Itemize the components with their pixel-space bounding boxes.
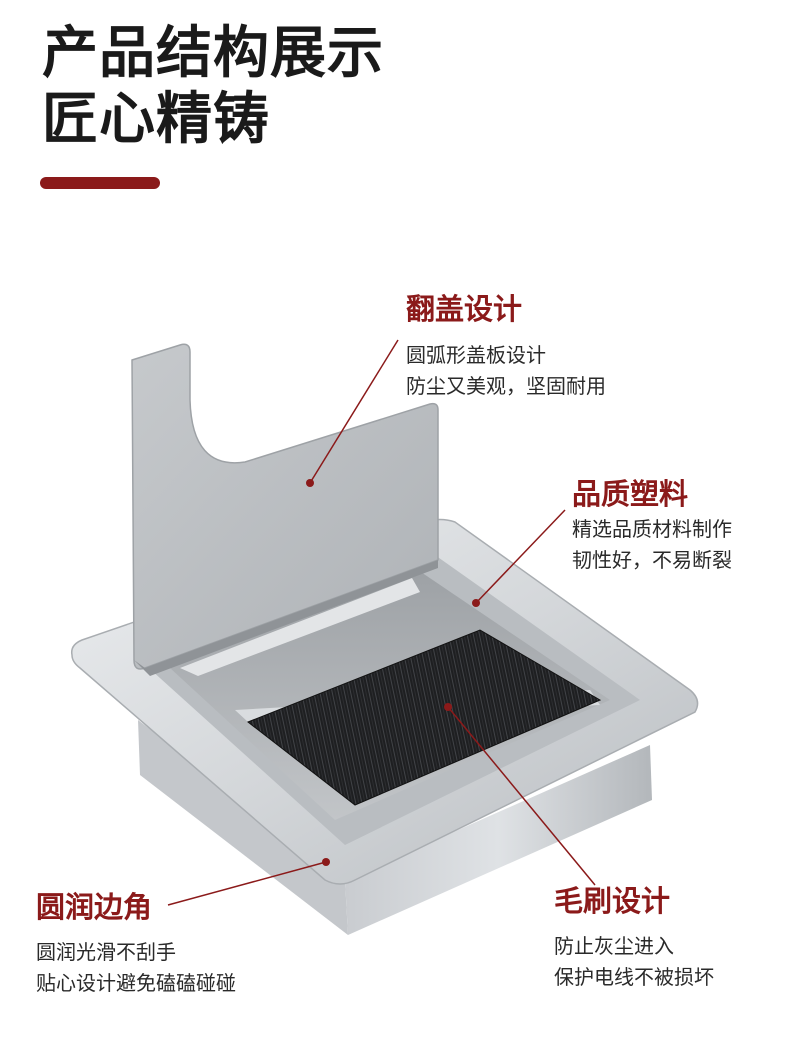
callout-desc-line: 贴心设计避免磕磕碰碰 xyxy=(36,971,236,995)
callout-desc-plastic: 精选品质材料制作 韧性好，不易断裂 xyxy=(572,514,732,576)
callout-title-plastic: 品质塑料 xyxy=(572,477,689,511)
callout-title-flip-cover: 翻盖设计 xyxy=(406,292,523,326)
box-body xyxy=(138,720,652,935)
page-title-line-2: 匠心精铸 xyxy=(42,87,270,152)
callout-desc-line: 圆润光滑不刮手 xyxy=(36,940,176,964)
callout-desc-rounded-edge: 圆润光滑不刮手 贴心设计避免磕磕碰碰 xyxy=(36,937,236,999)
page-title-line-1: 产品结构展示 xyxy=(42,21,384,86)
callout-desc-flip-cover: 圆弧形盖板设计 防尘又美观，坚固耐用 xyxy=(406,340,606,402)
callout-desc-brush: 防止灰尘进入 保护电线不被损坏 xyxy=(554,931,714,993)
callout-lines xyxy=(167,339,596,906)
callout-desc-line: 精选品质材料制作 xyxy=(572,517,732,541)
title-accent-bar xyxy=(40,177,160,189)
flip-cover xyxy=(131,343,439,676)
callout-desc-line: 防止灰尘进入 xyxy=(554,934,674,958)
callout-desc-line: 防尘又美观，坚固耐用 xyxy=(406,374,606,398)
callout-desc-line: 圆弧形盖板设计 xyxy=(406,343,546,367)
callout-title-rounded-edge: 圆润边角 xyxy=(36,890,153,924)
brush-bristles xyxy=(247,629,602,806)
callout-desc-line: 保护电线不被损坏 xyxy=(554,965,714,989)
callout-title-brush: 毛刷设计 xyxy=(554,884,671,918)
callout-desc-line: 韧性好，不易断裂 xyxy=(572,548,732,572)
